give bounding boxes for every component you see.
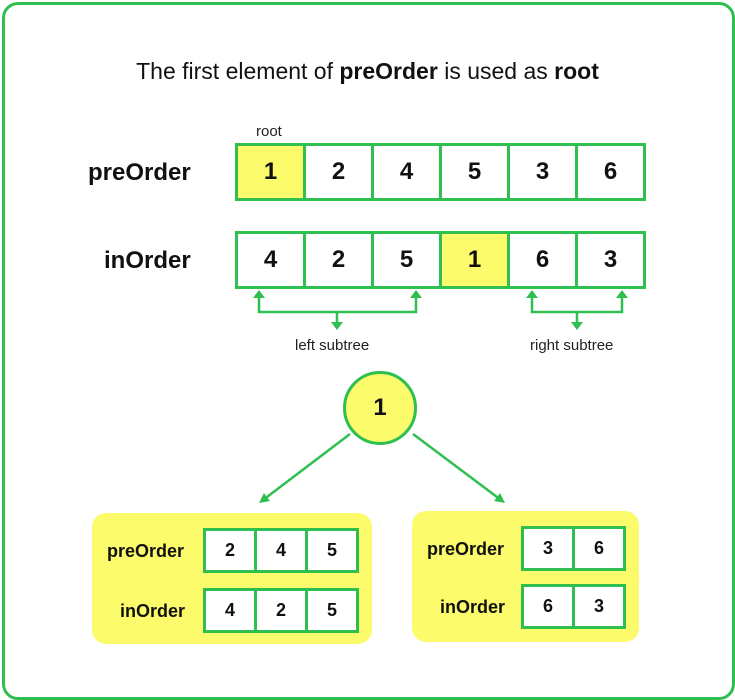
root-node: 1 xyxy=(343,371,417,445)
inorder-cell: 3 xyxy=(578,234,643,286)
left-inorder-array: 4 2 5 xyxy=(203,588,359,633)
right-inorder-label: inOrder xyxy=(440,597,506,617)
right-bracket-arrowhead xyxy=(526,290,538,298)
root-note: root xyxy=(256,123,282,140)
preorder-cell: 4 xyxy=(374,146,439,198)
inorder-cell: 6 xyxy=(510,234,575,286)
right-bracket-arrowhead xyxy=(571,322,583,330)
preorder-array: 1 2 4 5 3 6 xyxy=(235,143,646,201)
right-subtree-label: right subtree xyxy=(530,337,614,354)
diagram-title: The first element of preOrder is used as… xyxy=(136,58,599,84)
left-preorder-cell: 5 xyxy=(308,531,356,570)
inorder-cell: 1 xyxy=(442,234,507,286)
left-subtree-label: left subtree xyxy=(295,337,370,354)
right-inorder-cell: 6 xyxy=(524,587,572,626)
left-edge-arrow xyxy=(259,433,351,504)
right-preorder-cell: 3 xyxy=(524,529,572,568)
left-preorder-cell: 2 xyxy=(206,531,254,570)
preorder-cell: 1 xyxy=(238,146,303,198)
right-preorder-label: preOrder xyxy=(427,539,505,559)
inorder-label: inOrder xyxy=(104,247,191,274)
left-preorder-cell: 4 xyxy=(257,531,305,570)
left-inorder-cell: 2 xyxy=(257,591,305,630)
right-edge-arrow xyxy=(412,433,505,503)
left-preorder-array: 2 4 5 xyxy=(203,528,359,573)
left-inorder-cell: 4 xyxy=(206,591,254,630)
right-preorder-array: 3 6 xyxy=(521,526,626,571)
left-bracket-arrowhead xyxy=(331,322,343,330)
left-inorder-label: inOrder xyxy=(120,601,186,621)
inorder-cell: 2 xyxy=(306,234,371,286)
right-inorder-cell: 3 xyxy=(575,587,623,626)
left-subtree-bracket xyxy=(257,298,418,322)
left-preorder-label: preOrder xyxy=(107,541,185,561)
inorder-array: 4 2 5 1 6 3 xyxy=(235,231,646,289)
right-subtree-bracket xyxy=(530,298,624,322)
preorder-label: preOrder xyxy=(88,159,191,186)
inorder-cell: 5 xyxy=(374,234,439,286)
left-bracket-arrowhead xyxy=(253,290,265,298)
preorder-cell: 2 xyxy=(306,146,371,198)
preorder-cell: 5 xyxy=(442,146,507,198)
preorder-cell: 6 xyxy=(578,146,643,198)
left-bracket-arrowhead xyxy=(410,290,422,298)
inorder-cell: 4 xyxy=(238,234,303,286)
left-inorder-cell: 5 xyxy=(308,591,356,630)
right-bracket-arrowhead xyxy=(616,290,628,298)
right-preorder-cell: 6 xyxy=(575,529,623,568)
right-inorder-array: 6 3 xyxy=(521,584,626,629)
preorder-cell: 3 xyxy=(510,146,575,198)
